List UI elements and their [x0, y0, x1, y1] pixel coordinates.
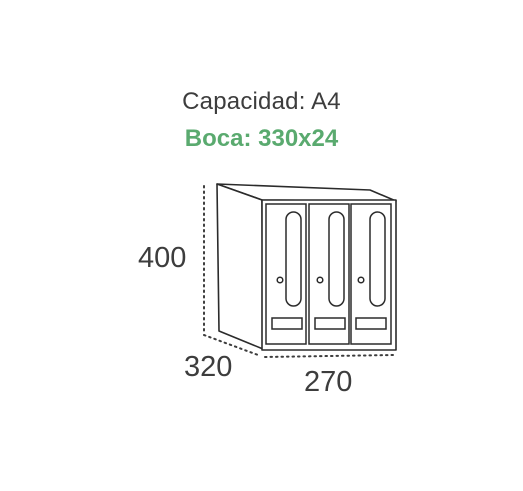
nameplate — [271, 317, 303, 330]
cabinet-side — [216, 183, 264, 350]
capacity-label: Capacidad: A4 — [182, 88, 341, 115]
depth-value: 320 — [184, 351, 233, 383]
mailbox-doors — [265, 203, 392, 345]
slot-window — [285, 211, 302, 307]
depth-dimension-line — [203, 334, 259, 356]
nameplate — [355, 317, 387, 330]
nameplate — [314, 317, 346, 330]
lock-icon — [316, 276, 324, 284]
width-value: 270 — [304, 366, 353, 398]
dimension-lines — [203, 185, 395, 358]
width-dimension-line — [264, 354, 395, 358]
height-value: 400 — [138, 242, 187, 274]
lock-icon — [357, 276, 365, 284]
mailbox-door-1 — [265, 203, 307, 345]
slot-window — [328, 211, 345, 307]
mailbox-door-3 — [350, 203, 392, 345]
lock-icon — [276, 276, 284, 284]
slot-size-label: Boca: 330x24 — [184, 125, 339, 152]
mailbox-door-2 — [308, 203, 350, 345]
slot-window — [369, 211, 386, 307]
